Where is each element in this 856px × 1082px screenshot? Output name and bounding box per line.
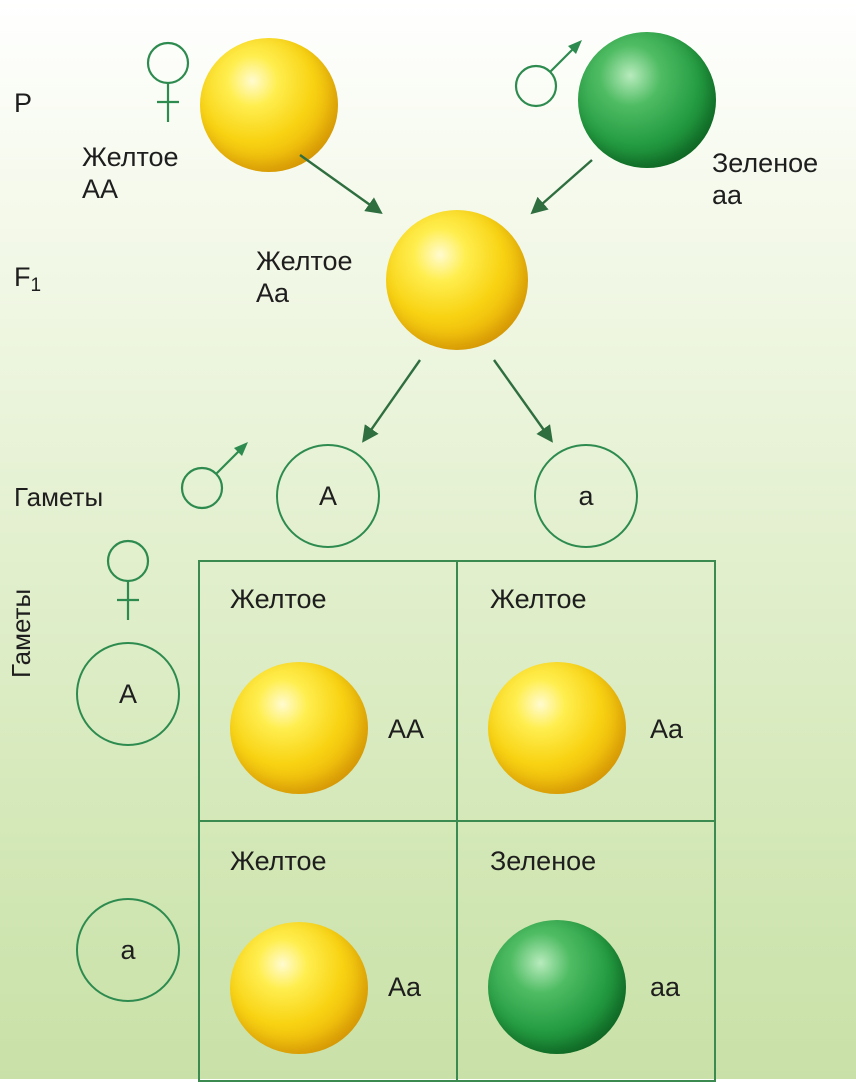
punnett-cell: Желтое AA bbox=[198, 560, 458, 822]
female-gamete-a: a bbox=[76, 898, 180, 1002]
f1-genotype: Aa bbox=[256, 278, 290, 308]
f1-phenotype: Желтое bbox=[256, 246, 353, 276]
punnett-cell: Зеленое aa bbox=[456, 820, 716, 1082]
yellow-pea bbox=[230, 662, 368, 794]
parent-male-phenotype: Зеленое bbox=[712, 148, 819, 178]
parent-female-genotype: AA bbox=[82, 174, 119, 204]
male-symbol-icon bbox=[514, 40, 582, 108]
green-pea bbox=[488, 920, 626, 1054]
cell-phenotype: Зеленое bbox=[490, 846, 597, 876]
male-gamete-A: A bbox=[276, 444, 380, 548]
female-gamete-A: A bbox=[76, 642, 180, 746]
cell-genotype: Aa bbox=[650, 714, 684, 744]
f1-label-letter: F bbox=[14, 262, 31, 292]
male-gametes-row-label: Гаметы bbox=[14, 482, 104, 512]
arrow-icon bbox=[530, 159, 593, 215]
female-symbol-icon bbox=[106, 539, 150, 620]
arrow-icon bbox=[299, 154, 383, 214]
parents-row-label: P bbox=[14, 88, 33, 118]
cell-phenotype: Желтое bbox=[490, 584, 587, 614]
arrow-icon bbox=[493, 359, 553, 443]
f1-row-label: F1 bbox=[14, 262, 41, 301]
cell-phenotype: Желтое bbox=[230, 584, 327, 614]
cell-phenotype: Желтое bbox=[230, 846, 327, 876]
cell-genotype: AA bbox=[388, 714, 425, 744]
male-gamete-a: a bbox=[534, 444, 638, 548]
f1-label-index: 1 bbox=[30, 275, 42, 296]
parent-male-genotype: aa bbox=[712, 180, 743, 210]
yellow-pea bbox=[488, 662, 626, 794]
arrow-icon bbox=[362, 359, 421, 443]
cell-genotype: aa bbox=[650, 972, 681, 1002]
male-symbol-icon bbox=[180, 442, 248, 510]
parent-female-phenotype: Желтое bbox=[82, 142, 179, 172]
female-symbol-icon bbox=[146, 41, 190, 122]
punnett-cell: Желтое Aa bbox=[198, 820, 458, 1082]
cell-genotype: Aa bbox=[388, 972, 422, 1002]
yellow-pea bbox=[230, 922, 368, 1054]
punnett-cell: Желтое Aa bbox=[456, 560, 716, 822]
f1-yellow-pea bbox=[386, 210, 528, 350]
parent-male-green-pea bbox=[578, 32, 716, 168]
parent-female-yellow-pea bbox=[200, 38, 338, 172]
